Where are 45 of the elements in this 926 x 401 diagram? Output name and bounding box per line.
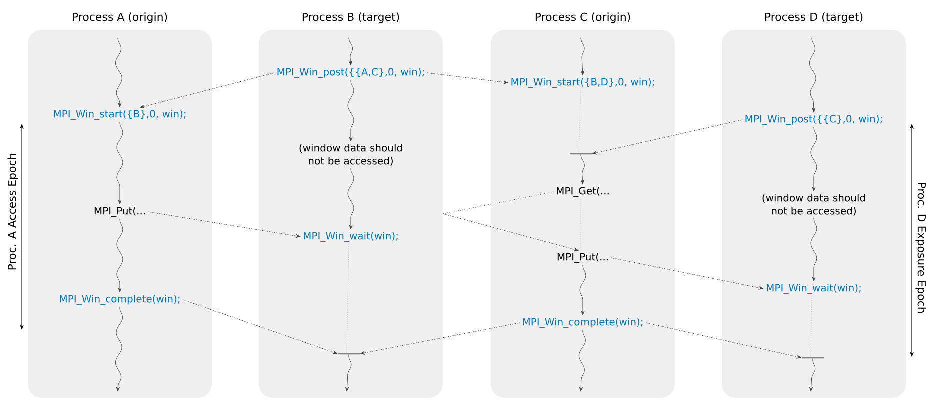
message-arrow — [427, 72, 508, 84]
lane-heading: Process C (origin) — [536, 12, 630, 24]
wavy-arrow — [116, 38, 122, 108]
wavy-arrow — [580, 154, 585, 184]
code-statement: MPI_Win_complete(win); — [60, 295, 180, 305]
message-arrow — [646, 322, 802, 359]
epoch-label: Proc. A Access Epoch — [8, 154, 18, 270]
dotted-line — [442, 192, 554, 214]
wavy-arrow — [116, 122, 124, 204]
code-statement: MPI_Get(... — [557, 187, 609, 197]
comment-text: (window data should not be accessed) — [300, 144, 402, 166]
code-statement: MPI_Put(... — [94, 207, 146, 217]
lane-heading: Process A (origin) — [73, 12, 168, 24]
wavy-arrow — [810, 218, 818, 282]
message-arrow — [592, 120, 743, 155]
code-statement: MPI_Win_complete(win); — [523, 318, 643, 328]
code-statement: MPI_Win_post({{A,C},0, win); — [278, 68, 424, 78]
message-arrow — [360, 322, 520, 355]
message-arrow — [148, 212, 300, 238]
lane-heading: Process D (target) — [765, 12, 863, 24]
message-arrow — [442, 214, 579, 252]
lane-heading: Process B (target) — [302, 12, 400, 24]
code-statement: MPI_Win_wait(win); — [304, 232, 398, 242]
message-arrow — [140, 72, 275, 108]
code-statement: MPI_Put(... — [558, 253, 608, 263]
wavy-arrow — [810, 358, 816, 392]
wavy-arrow — [348, 80, 354, 142]
epoch-label: Proc. D Exposure Epoch — [916, 183, 926, 313]
comment-text: (window data should not be accessed) — [762, 194, 866, 216]
wavy-arrow — [580, 264, 586, 316]
message-arrow — [611, 258, 764, 290]
wavy-arrow — [810, 126, 818, 192]
wavy-arrow — [115, 306, 124, 392]
wavy-arrow — [580, 38, 585, 76]
code-statement: MPI_Win_wait(win); — [767, 284, 861, 294]
wavy-arrow — [348, 168, 354, 230]
wavy-arrow — [348, 38, 353, 66]
wavy-arrow — [346, 354, 352, 392]
code-statement: MPI_Win_start({B,D},0, win); — [512, 78, 654, 88]
code-statement: MPI_Win_post({{C},0, win); — [746, 115, 882, 125]
wavy-arrow — [809, 38, 816, 112]
code-statement: MPI_Win_start({B},0, win); — [54, 110, 186, 120]
wavy-arrow — [578, 330, 586, 392]
message-arrow — [182, 300, 338, 354]
wavy-arrow — [116, 218, 124, 292]
